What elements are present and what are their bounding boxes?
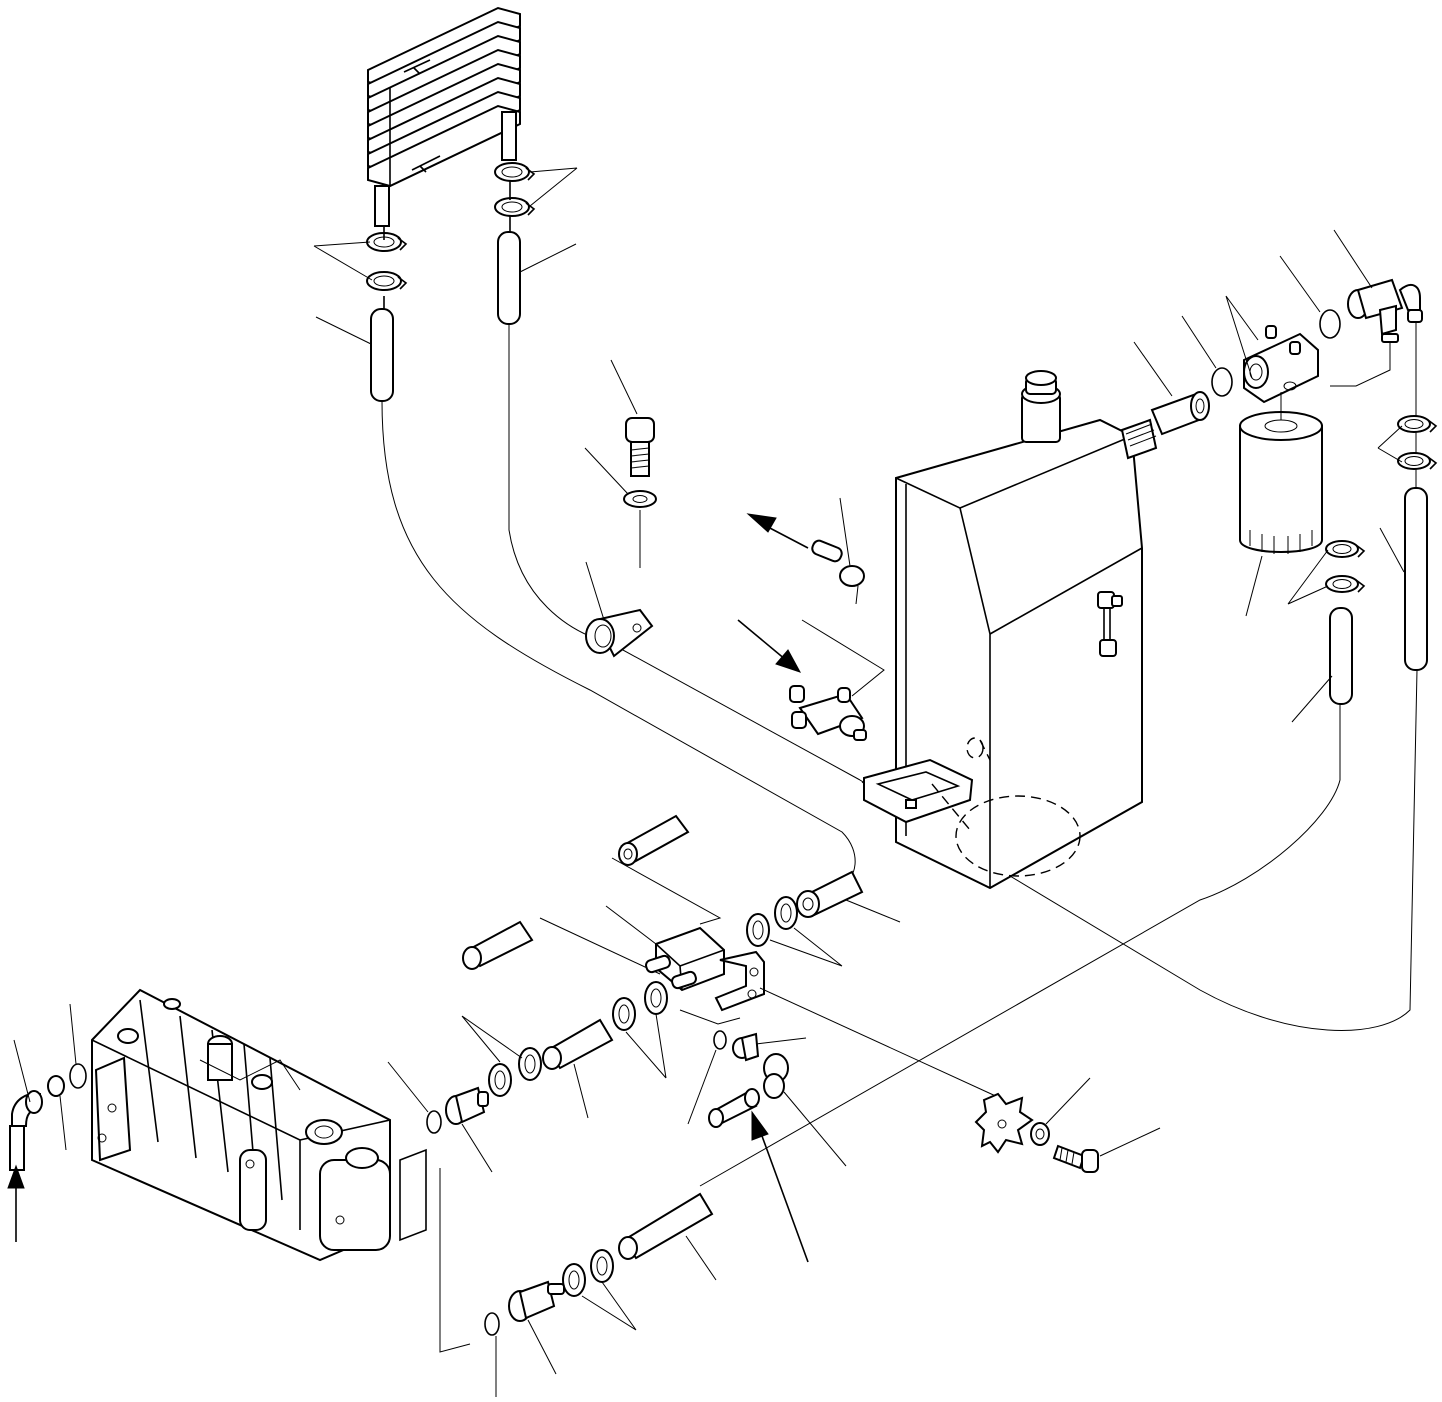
elbow-nut [763,1053,847,1167]
hose-clamp [366,232,408,252]
drain-line [439,1168,471,1353]
adapter-fitting [13,1003,87,1151]
o-ring [1181,315,1233,397]
elbow-connector [1330,229,1423,490]
cooler-fins [367,6,521,188]
cooler-hose-right [497,231,521,325]
oil-cooler [367,6,521,227]
hose-clamp [1397,415,1438,433]
arrow-left-icon [746,513,809,549]
hose-clamp [562,1263,637,1331]
pipe-section [611,814,722,925]
hose-clamp [518,1047,542,1081]
cooler-hose-left [370,308,394,402]
sensor-fitting [811,497,865,605]
arrow-up-icon [7,1164,25,1242]
hose-clamp [1325,575,1366,593]
hose-clamp [746,913,843,967]
return-hose [1377,425,1428,671]
hose-clamp [612,997,667,1079]
washer [623,490,657,508]
elbow-fitting [9,1090,43,1171]
lower-hose [618,1192,717,1281]
o-ring [484,1312,500,1397]
test-port-fitting [708,1088,760,1128]
leader-lines-bolt [584,359,641,568]
valve-block [605,905,1001,1099]
cooler-left-pipe [374,185,390,227]
inlet-adapter [445,1086,493,1173]
hose-clamp [366,271,408,291]
pipe-clip [585,561,654,658]
filter-hose [1287,549,1353,723]
hose-clamp [494,197,536,217]
hose-clamp [644,981,668,1015]
pipe-section [462,917,661,975]
leader-lines-cooler [313,167,578,345]
arrow-down-right-icon [737,619,802,673]
bolt [625,417,655,477]
o-ring [687,1030,727,1125]
filter-head [1225,295,1319,404]
hose-clamp [1397,452,1438,470]
hose-clamp [590,1249,614,1283]
hose-nipple [508,1280,565,1375]
hose-clamp [494,162,536,182]
mounting-stay [974,1092,1034,1154]
washer [1030,1077,1091,1146]
hose-clamp [461,1015,523,1097]
filter-element [1239,392,1323,617]
o-ring [387,1061,442,1134]
hose-clamp [1325,540,1366,558]
hose-clamp [774,896,798,930]
control-valve [91,988,427,1262]
bolt [1052,1127,1161,1173]
arrow-up-left-icon [751,1110,809,1263]
pipe-adapter [1133,341,1210,436]
suction-hose [796,870,901,923]
straight-connector [732,1032,807,1062]
hydraulic-tank [863,370,1158,890]
cooler-right-pipe [501,111,517,161]
o-ring [1279,255,1341,339]
cross-tee-fitting [789,619,885,741]
connecting-hose [542,1018,614,1119]
